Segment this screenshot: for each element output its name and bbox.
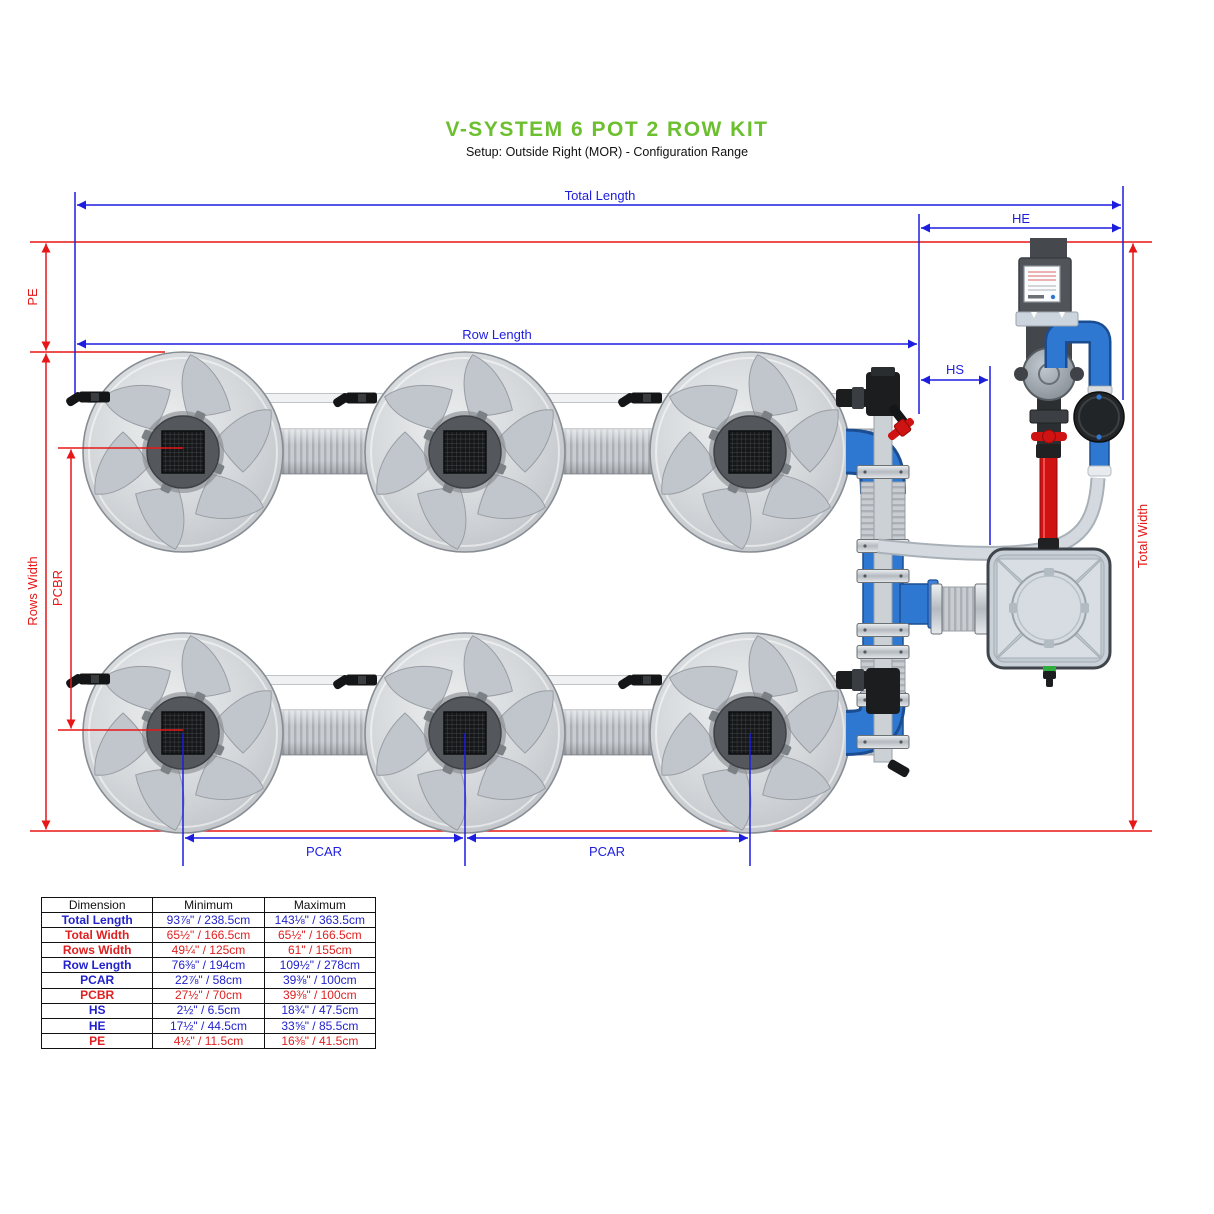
vortex-pot-2 xyxy=(365,352,565,552)
table-header-minimum: Minimum xyxy=(152,896,265,914)
table-header-row: Dimension Minimum Maximum xyxy=(40,896,377,914)
svg-text:Total Width: Total Width xyxy=(1135,504,1150,568)
reservoir-feed-pipe xyxy=(930,583,991,635)
svg-text:PCAR: PCAR xyxy=(589,844,625,859)
table-header-dimension: Dimension xyxy=(40,896,154,914)
page-title: V-SYSTEM 6 POT 2 ROW KIT xyxy=(445,118,769,141)
diagram-svg: Total Length HE Row Length HS PCAR PCAR xyxy=(25,186,1152,866)
manifold-valve xyxy=(887,404,915,441)
dimension-table: Dimension Minimum Maximum Total Length 9… xyxy=(40,896,377,1049)
svg-text:HS: HS xyxy=(946,362,964,377)
manifold-drain-fitting xyxy=(887,759,910,778)
reservoir-tank xyxy=(986,547,1112,687)
table-row: Row Length 76⅜" / 194cm 109½" / 278cm xyxy=(40,957,377,974)
drain-hose xyxy=(877,477,1106,561)
svg-text:Rows Width: Rows Width xyxy=(25,556,40,625)
total-width-boundary-lines xyxy=(30,241,1152,832)
dimension-pe: PE xyxy=(25,243,51,351)
inlet-tee-bottom xyxy=(836,668,900,714)
header: V-SYSTEM 6 POT 2 ROW KIT Setup: Outside … xyxy=(0,118,1214,159)
dimension-total-width: Total Width xyxy=(1128,243,1150,830)
circulation-pump xyxy=(1073,391,1125,477)
extension-lines xyxy=(74,186,1124,545)
table-row: Total Length 93⅞" / 238.5cm 143⅛" / 363.… xyxy=(40,912,377,929)
inlet-tee-top xyxy=(836,367,900,416)
dimension-pcbr: PCBR xyxy=(50,447,183,731)
controller-unit xyxy=(1015,238,1079,327)
table-row: PCBR 27½" / 70cm 39⅜" / 100cm xyxy=(40,987,377,1004)
table-row: PCAR 22⅞" / 58cm 39⅜" / 100cm xyxy=(40,972,377,989)
dimension-hs: HS xyxy=(921,362,988,385)
table-header-maximum: Maximum xyxy=(263,896,377,914)
svg-text:HE: HE xyxy=(1012,211,1030,226)
vortex-pot-1 xyxy=(83,352,283,552)
table-row: PE 4½" / 11.5cm 16⅜" / 41.5cm xyxy=(40,1032,377,1049)
table-row: Rows Width 49¼" / 125cm 61" / 155cm xyxy=(40,942,377,959)
dosing-pump-assembly xyxy=(1014,238,1125,549)
dimension-he: HE xyxy=(921,211,1121,233)
svg-text:Row Length: Row Length xyxy=(462,327,531,342)
dimension-row-length: Row Length xyxy=(77,327,917,349)
svg-text:PE: PE xyxy=(25,288,40,306)
manifold-assembly xyxy=(836,367,939,778)
page-subtitle: Setup: Outside Right (MOR) - Configurati… xyxy=(465,145,749,159)
dimension-rows-width: Rows Width xyxy=(25,353,51,830)
table-row: HE 17½" / 44.5cm 33⅝" / 85.5cm xyxy=(40,1017,377,1034)
vortex-pot-3 xyxy=(650,352,850,552)
dimension-pcar: PCAR PCAR xyxy=(182,733,751,866)
table-row: Total Width 65½" / 166.5cm 65½" / 166.5c… xyxy=(40,927,377,944)
svg-text:Total Length: Total Length xyxy=(565,188,636,203)
svg-text:PCBR: PCBR xyxy=(50,570,65,606)
dimension-total-length: Total Length xyxy=(77,188,1121,210)
svg-text:PCAR: PCAR xyxy=(306,844,342,859)
table-row: HS 2½" / 6.5cm 18¾" / 47.5cm xyxy=(40,1002,377,1019)
